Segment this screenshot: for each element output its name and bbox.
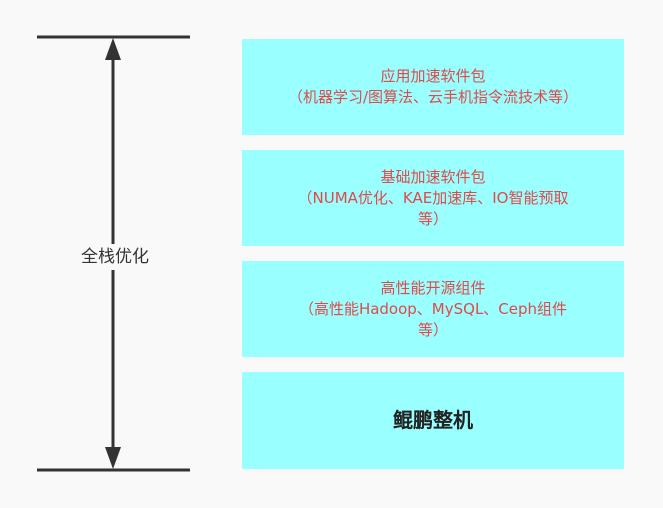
base-acceleration-box: 基础加速软件包 （NUMA优化、KAE加速库、IO智能预取 等） xyxy=(242,150,624,246)
box-title: 高性能开源组件 xyxy=(380,278,486,297)
box-detail-cont: 等） xyxy=(417,320,448,339)
arrowhead-down xyxy=(105,447,121,469)
open-source-components-box: 高性能开源组件 （高性能Hadoop、MySQL、Ceph组件 等） xyxy=(242,261,624,357)
app-acceleration-box: 应用加速软件包 （机器学习/图算法、云手机指令流技术等） xyxy=(242,39,624,135)
box-title: 鲲鹏整机 xyxy=(393,408,473,432)
box-title: 应用加速软件包 xyxy=(380,67,486,85)
box-detail: （机器学习/图算法、云手机指令流技术等） xyxy=(287,88,579,106)
box-detail: （高性能Hadoop、MySQL、Ceph组件 xyxy=(298,299,568,318)
box-detail-cont: 等） xyxy=(417,209,448,228)
box-detail: （NUMA优化、KAE加速库、IO智能预取 xyxy=(297,188,569,207)
box-title: 基础加速软件包 xyxy=(380,167,486,186)
full-stack-label: 全栈优化 xyxy=(70,244,160,270)
arrowhead-up xyxy=(105,38,121,60)
kunpeng-hardware-box: 鲲鹏整机 xyxy=(242,372,624,469)
